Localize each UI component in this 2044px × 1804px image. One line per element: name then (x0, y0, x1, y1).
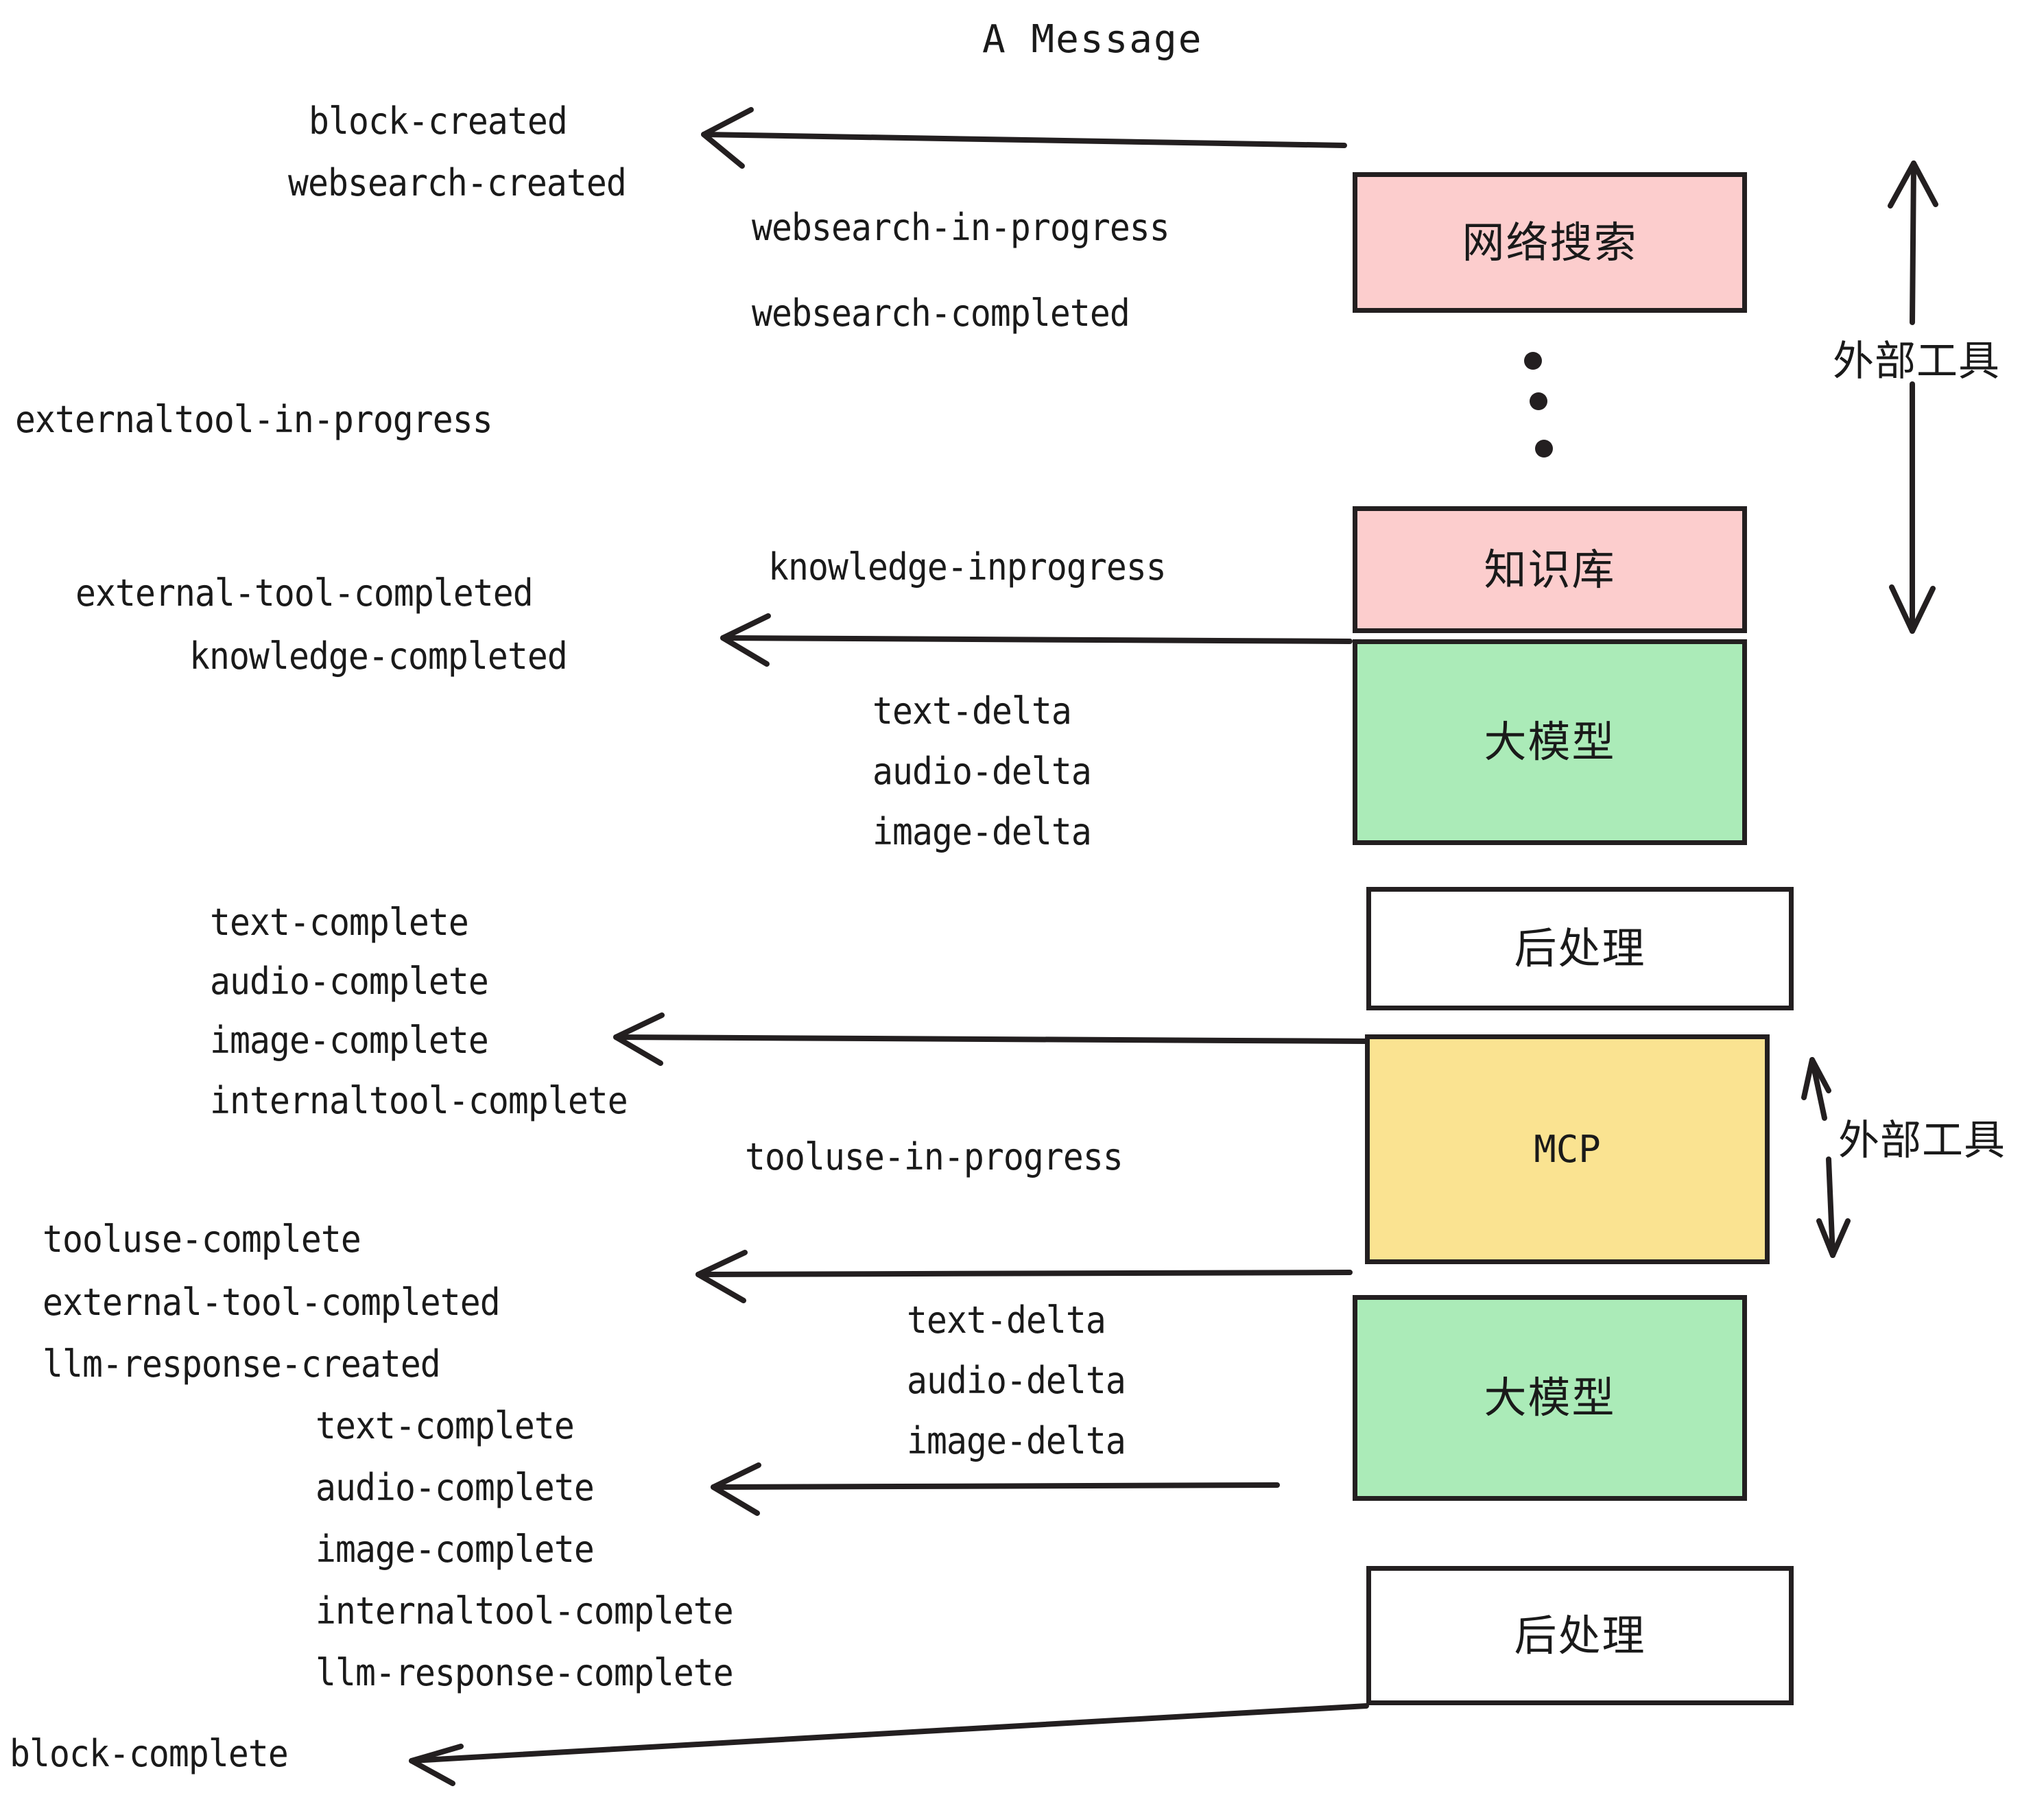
event-label: text-delta (872, 689, 1072, 733)
ellipsis-dot (1535, 440, 1553, 458)
event-label: websearch-created (288, 161, 627, 204)
event-label: knowledge-inprogress (768, 545, 1167, 589)
event-label: llm-response-created (43, 1342, 441, 1386)
node-label: 网络搜索 (1462, 217, 1638, 268)
event-label: websearch-completed (752, 292, 1130, 335)
event-label: text-delta (907, 1298, 1106, 1342)
arrow-external-tools-up-1 (1910, 161, 1916, 325)
arrow-external-tools-up-2 (1809, 1057, 1827, 1121)
node-label: 知识库 (1484, 544, 1616, 595)
node-postprocess-first[interactable]: 后处理 (1366, 887, 1794, 1010)
node-web-search[interactable]: 网络搜索 (1353, 172, 1747, 313)
event-label: audio-delta (907, 1359, 1126, 1402)
event-label: audio-complete (316, 1466, 595, 1509)
ellipsis-dot (1530, 392, 1547, 410)
event-label: block-created (309, 99, 568, 143)
event-label: image-delta (907, 1419, 1126, 1462)
event-label: external-tool-completed (75, 571, 534, 615)
node-postprocess-second[interactable]: 后处理 (1366, 1566, 1794, 1705)
event-label: tooluse-complete (43, 1218, 361, 1261)
node-llm-second[interactable]: 大模型 (1353, 1295, 1747, 1501)
event-label: image-complete (210, 1019, 489, 1062)
side-label-external-tools-1: 外部工具 (1833, 337, 2000, 385)
event-label: websearch-in-progress (752, 206, 1170, 249)
arrow-knowledge-to-left (720, 635, 1353, 644)
event-label: internaltool-complete (210, 1079, 628, 1122)
node-knowledge-base[interactable]: 知识库 (1353, 506, 1747, 633)
event-label: audio-delta (872, 750, 1092, 793)
event-label: externaltool-in-progress (15, 398, 493, 441)
event-label: text-complete (210, 901, 469, 944)
event-label: image-delta (872, 810, 1092, 853)
node-label: 大模型 (1484, 1373, 1616, 1423)
arrow-mcp-to-external-tool-completed (696, 1270, 1353, 1277)
side-label-external-tools-2: 外部工具 (1838, 1117, 2006, 1165)
arrow-postprocess-to-image-complete (613, 1034, 1369, 1044)
event-label: block-complete (10, 1732, 289, 1775)
event-label: external-tool-completed (43, 1281, 501, 1324)
node-label: 后处理 (1514, 1610, 1646, 1661)
ellipsis-dot (1524, 352, 1542, 370)
node-mcp[interactable]: MCP (1365, 1034, 1770, 1264)
event-label: image-complete (316, 1528, 595, 1571)
event-label: text-complete (316, 1404, 575, 1447)
event-label: knowledge-completed (189, 634, 568, 678)
page-title: A Message (982, 17, 1203, 62)
event-label: audio-complete (210, 960, 489, 1003)
event-label: internaltool-complete (316, 1589, 734, 1633)
node-label: MCP (1534, 1127, 1601, 1171)
arrow-external-tools-down-2 (1826, 1156, 1835, 1258)
node-label: 后处理 (1514, 923, 1646, 973)
arrow-llm-to-audio-complete (711, 1482, 1280, 1490)
arrow-websearch-to-block (701, 132, 1347, 148)
node-label: 大模型 (1484, 717, 1616, 767)
event-label: tooluse-in-progress (745, 1135, 1124, 1178)
arrow-postprocess-to-block-complete (409, 1703, 1369, 1764)
event-label: llm-response-complete (316, 1651, 734, 1694)
node-llm-first[interactable]: 大模型 (1353, 639, 1747, 845)
